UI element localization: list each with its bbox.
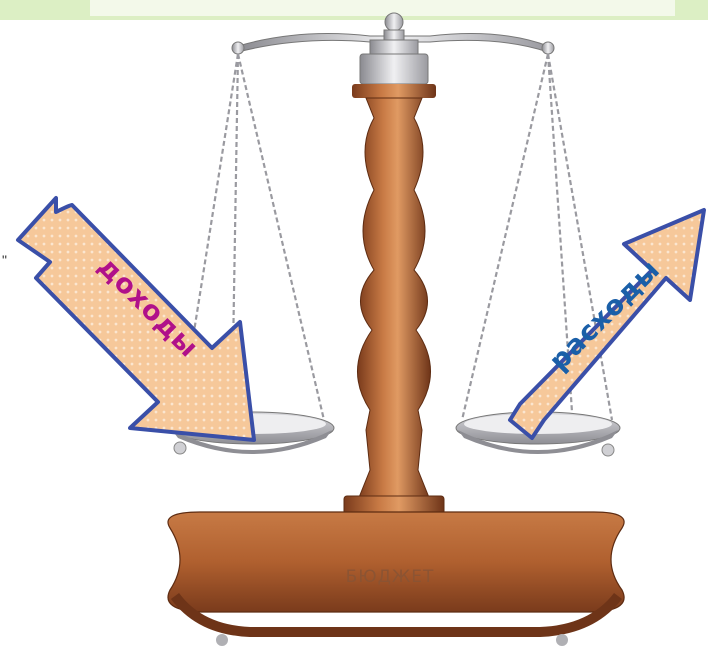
column-cap <box>352 12 436 98</box>
base-foot-left <box>216 634 228 646</box>
stray-mark: " <box>2 252 7 268</box>
scale-column <box>357 97 431 501</box>
top-band-inner <box>90 0 675 16</box>
budget-base-label: БЮДЖЕТ <box>345 567 435 587</box>
beam-end-right <box>541 41 555 55</box>
beam-end-left <box>231 41 245 55</box>
expense-arrow <box>508 208 706 440</box>
chains-right <box>460 53 614 421</box>
base-foot-right <box>556 634 568 646</box>
scale-base <box>167 511 625 613</box>
income-arrow <box>16 196 256 442</box>
